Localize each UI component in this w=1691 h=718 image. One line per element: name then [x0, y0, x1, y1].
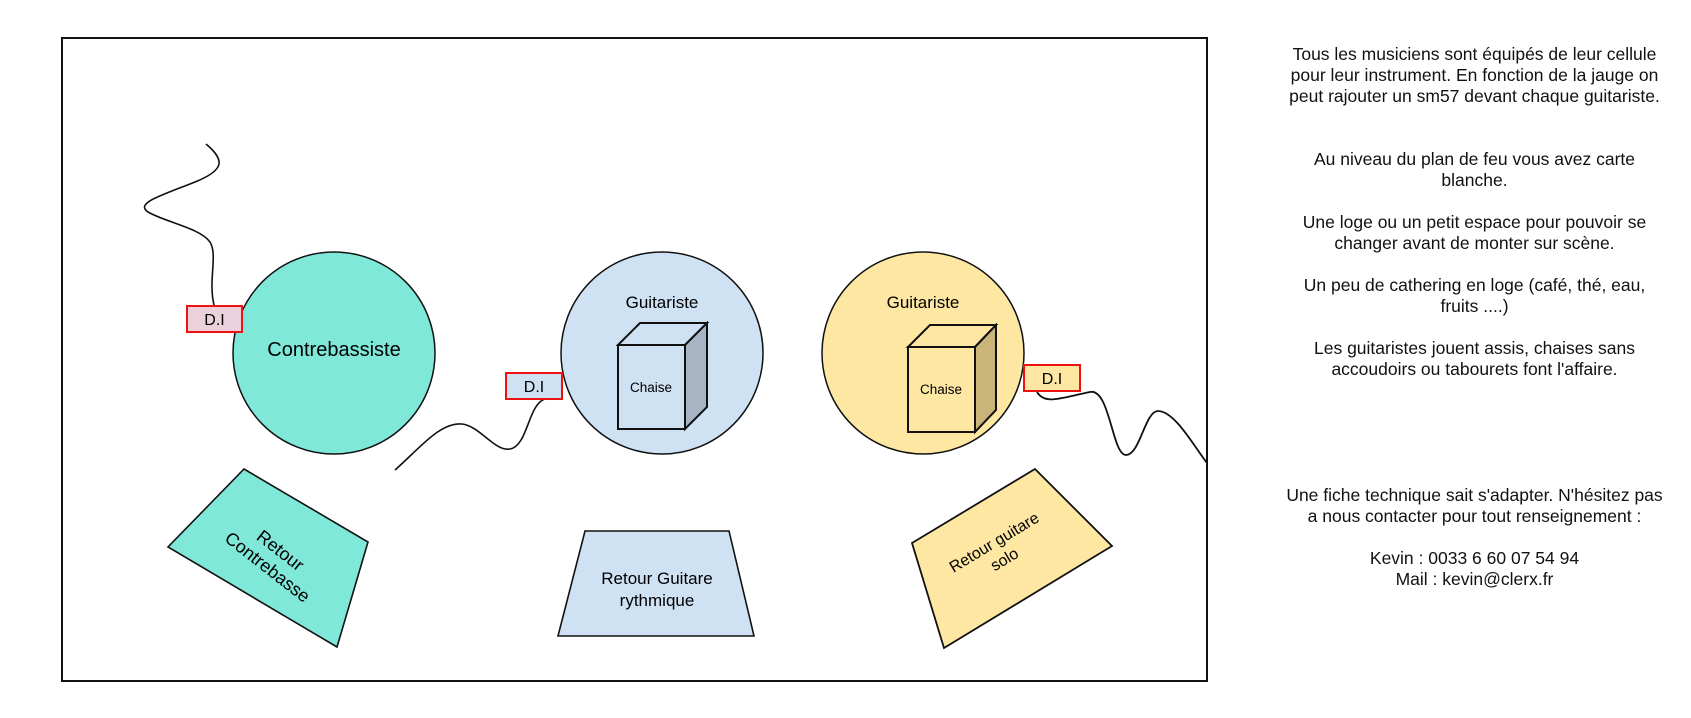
technical-notes: Tous les musiciens sont équipés de leur …	[1258, 44, 1691, 590]
contact-details: Kevin : 0033 6 60 07 54 94 Mail : kevin@…	[1369, 548, 1580, 589]
bass-player-circle	[232, 251, 436, 455]
monitor-solo: Retour guitare solo	[910, 467, 1114, 650]
musician-bass: Contrebassiste	[232, 251, 436, 455]
di-box	[1023, 364, 1081, 392]
monitor-wedge	[556, 530, 756, 637]
note-dressing-room: Une loge ou un petit espace pour pouvoir…	[1302, 212, 1647, 253]
solo-guitar-cable	[1036, 391, 1208, 464]
di-label: D.I	[1042, 371, 1062, 388]
musician-rhythm-guitar: Guitariste Chaise	[560, 251, 764, 455]
rhythm-guitar-cable	[394, 398, 546, 471]
stage-plan: Contrebassiste Guitariste Chaise Guitari…	[61, 37, 1208, 682]
note-microphones: Tous les musiciens sont équipés de leur …	[1289, 44, 1660, 106]
monitor-label: rythmique	[620, 591, 695, 610]
di-label: D.I	[524, 379, 544, 396]
rhythm-guitarist-label: Guitariste	[626, 293, 699, 312]
di-box-rhythm: D.I	[505, 372, 563, 400]
di-box-solo: D.I	[1023, 364, 1081, 392]
note-lighting: Au niveau du plan de feu vous avez carte…	[1313, 149, 1636, 190]
chair-label: Chaise	[920, 382, 962, 397]
di-box	[505, 372, 563, 400]
note-contact-intro: Une fiche technique sait s'adapter. N'hé…	[1286, 485, 1663, 526]
chair-icon	[905, 322, 999, 435]
bass-player-label: Contrebassiste	[267, 339, 400, 361]
monitor-wedge	[910, 467, 1114, 650]
musician-solo-guitar: Guitariste Chaise	[821, 251, 1025, 455]
monitor-bass: Retour Contrebasse	[166, 467, 369, 649]
chair-label: Chaise	[630, 380, 672, 395]
note-seating: Les guitaristes jouent assis, chaises sa…	[1314, 338, 1635, 379]
di-box-bass: D.I	[186, 305, 243, 333]
solo-guitarist-label: Guitariste	[887, 293, 960, 312]
di-box	[186, 305, 243, 333]
note-catering: Un peu de cathering en loge (café, thé, …	[1303, 275, 1646, 316]
chair-icon	[615, 320, 710, 432]
bass-cable	[143, 143, 220, 306]
monitor-rhythm: Retour Guitare rythmique	[556, 530, 756, 637]
monitor-label: Retour Guitare	[601, 569, 713, 588]
monitor-wedge	[166, 467, 369, 649]
di-label: D.I	[204, 312, 224, 329]
